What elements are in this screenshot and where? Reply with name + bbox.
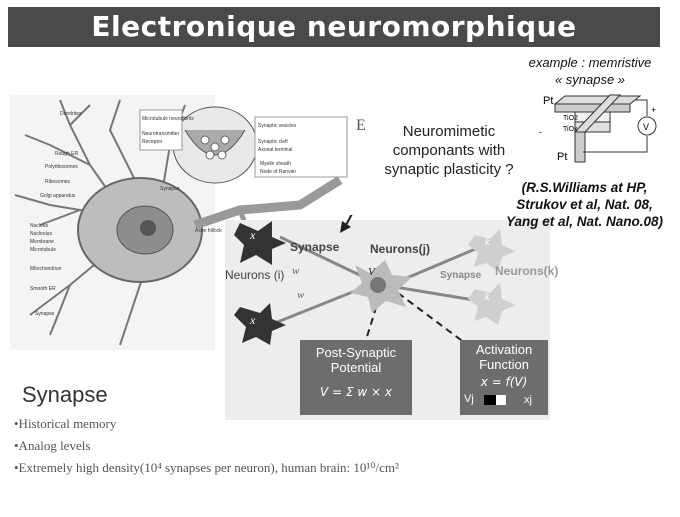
k1-label: k: [485, 292, 490, 303]
bio-label: Rough ER: [55, 151, 78, 157]
neuron-illustration: E Dendrites Rough ER Polyribosomes Ribos…: [10, 95, 366, 350]
bio-label: Synaptic vesicles: [258, 123, 297, 129]
activation-formula: x = f(V): [480, 375, 528, 389]
synapse-bullet: •Historical memory: [14, 416, 117, 431]
bio-label: Node of Ranvier: [260, 169, 296, 175]
central-neuron-core: [370, 277, 386, 293]
input-neuron-x1: [234, 303, 286, 345]
question-line: Neuromimetic: [402, 123, 496, 140]
bottom-electrode-stem: [574, 131, 586, 163]
xj-small-label: xj: [524, 394, 532, 406]
synapse-k-label: Synapse: [440, 270, 482, 281]
voltage-source: [637, 116, 657, 136]
pt-top-label: Pt: [543, 95, 553, 107]
tiox-label: TiOx: [563, 126, 578, 133]
memristor-schematic: Pt Pt TiO2 TiOx + - V: [539, 94, 657, 163]
bio-label: Ribosomes: [45, 179, 71, 185]
network-diagram: [225, 215, 550, 420]
stray-e-text: E: [356, 117, 366, 134]
example-line-2: « synapse »: [554, 72, 626, 87]
activation-step-fill: [484, 395, 496, 405]
terminal-label-panel: [139, 109, 183, 151]
output-neuron-k1: [468, 283, 516, 325]
synapse-heading: Synapse: [22, 382, 108, 407]
bio-label: Nucleus: [30, 223, 49, 229]
bio-label: Dendrites: [60, 111, 82, 117]
psp-box: [300, 340, 412, 415]
minus-label: -: [539, 127, 542, 137]
axon-shape: [193, 176, 343, 230]
reference-line: (R.S.Williams at HP,: [521, 180, 648, 195]
activation-title: Activation Function: [475, 342, 533, 372]
output-neuron-k0: [468, 229, 516, 271]
question-line: synaptic plasticity ?: [384, 161, 514, 178]
reference-block: (R.S.Williams at HP, Strukov et al, Nat.…: [492, 179, 677, 230]
synapse-label: Synapse: [290, 240, 340, 254]
x-i1-label: x: [250, 313, 256, 327]
dashed-links: [364, 292, 466, 344]
synapse-bullet: •Extremely high density(10⁴ synapses per…: [14, 460, 399, 475]
top-electrode-bar: [553, 95, 642, 105]
vj-small-label: Vj: [464, 393, 474, 405]
k0-label: k: [485, 237, 490, 248]
tio2-label: TiO2: [563, 115, 578, 122]
question-line: componants with: [392, 142, 506, 159]
plus-label: +: [651, 105, 656, 115]
bio-label: Synaptic cleft: [258, 139, 288, 145]
bio-label: Receptor: [142, 139, 163, 145]
bio-label: Neurotransmitter: [142, 131, 180, 137]
pt-bottom-label: Pt: [557, 151, 567, 163]
bio-label: Polyribosomes: [45, 164, 78, 170]
synapse-bullet: •Analog levels: [14, 438, 91, 453]
example-line-1: example : memristive: [528, 55, 652, 70]
x-i0-label: x: [250, 228, 256, 242]
input-neuron-x0: [234, 221, 286, 265]
psp-formula: V = Σ w × x: [320, 385, 392, 399]
bio-label: Nucleolus: [30, 231, 52, 237]
bio-label: Myelin sheath: [260, 161, 291, 167]
top-electrode-face: [554, 103, 631, 113]
question-arrowhead: [340, 221, 351, 233]
w-ij-top-label: w: [292, 265, 300, 277]
neurons-i-label: Neurons (i): [225, 268, 285, 282]
bio-label: Synapse: [35, 311, 55, 317]
bio-label: Synapse: [160, 186, 180, 192]
title-bar: Electronique neuromorphique: [8, 7, 660, 47]
vj-label: V: [368, 266, 375, 278]
w-ij-bottom-label: w: [297, 289, 305, 301]
neuromimetic-question: Neuromimetic componants with synaptic pl…: [360, 122, 538, 179]
bio-label: Mitochondrion: [30, 266, 62, 272]
synapse-label-panel: [254, 116, 348, 178]
bio-label: Golgi apparatus: [40, 193, 76, 199]
bio-label: Membrane: [30, 239, 54, 245]
neurons-j-label: Neurons(j): [370, 242, 430, 256]
voltage-label: V: [643, 122, 649, 132]
psp-title: Post-Synaptic Potential: [315, 345, 397, 375]
bio-label: Axonal terminal: [258, 147, 292, 153]
reference-line: Strukov et al, Nat. 08,: [516, 197, 653, 212]
neurons-k-label: Neurons(k): [495, 264, 559, 278]
bio-label: Smooth ER: [30, 286, 56, 292]
nucleolus-shape: [140, 220, 156, 236]
reference-line: Yang et al, Nat. Nano.08): [505, 214, 664, 229]
question-arrow: [344, 215, 353, 228]
bio-label: Microtubule neurofibrils: [142, 116, 194, 122]
bio-label: Axon hillock: [195, 228, 222, 234]
bio-label: Microtubule: [30, 247, 56, 253]
vesicles: [200, 135, 230, 160]
circuit-wire: [583, 99, 648, 153]
slide-title: Electronique neuromorphique: [91, 10, 577, 43]
